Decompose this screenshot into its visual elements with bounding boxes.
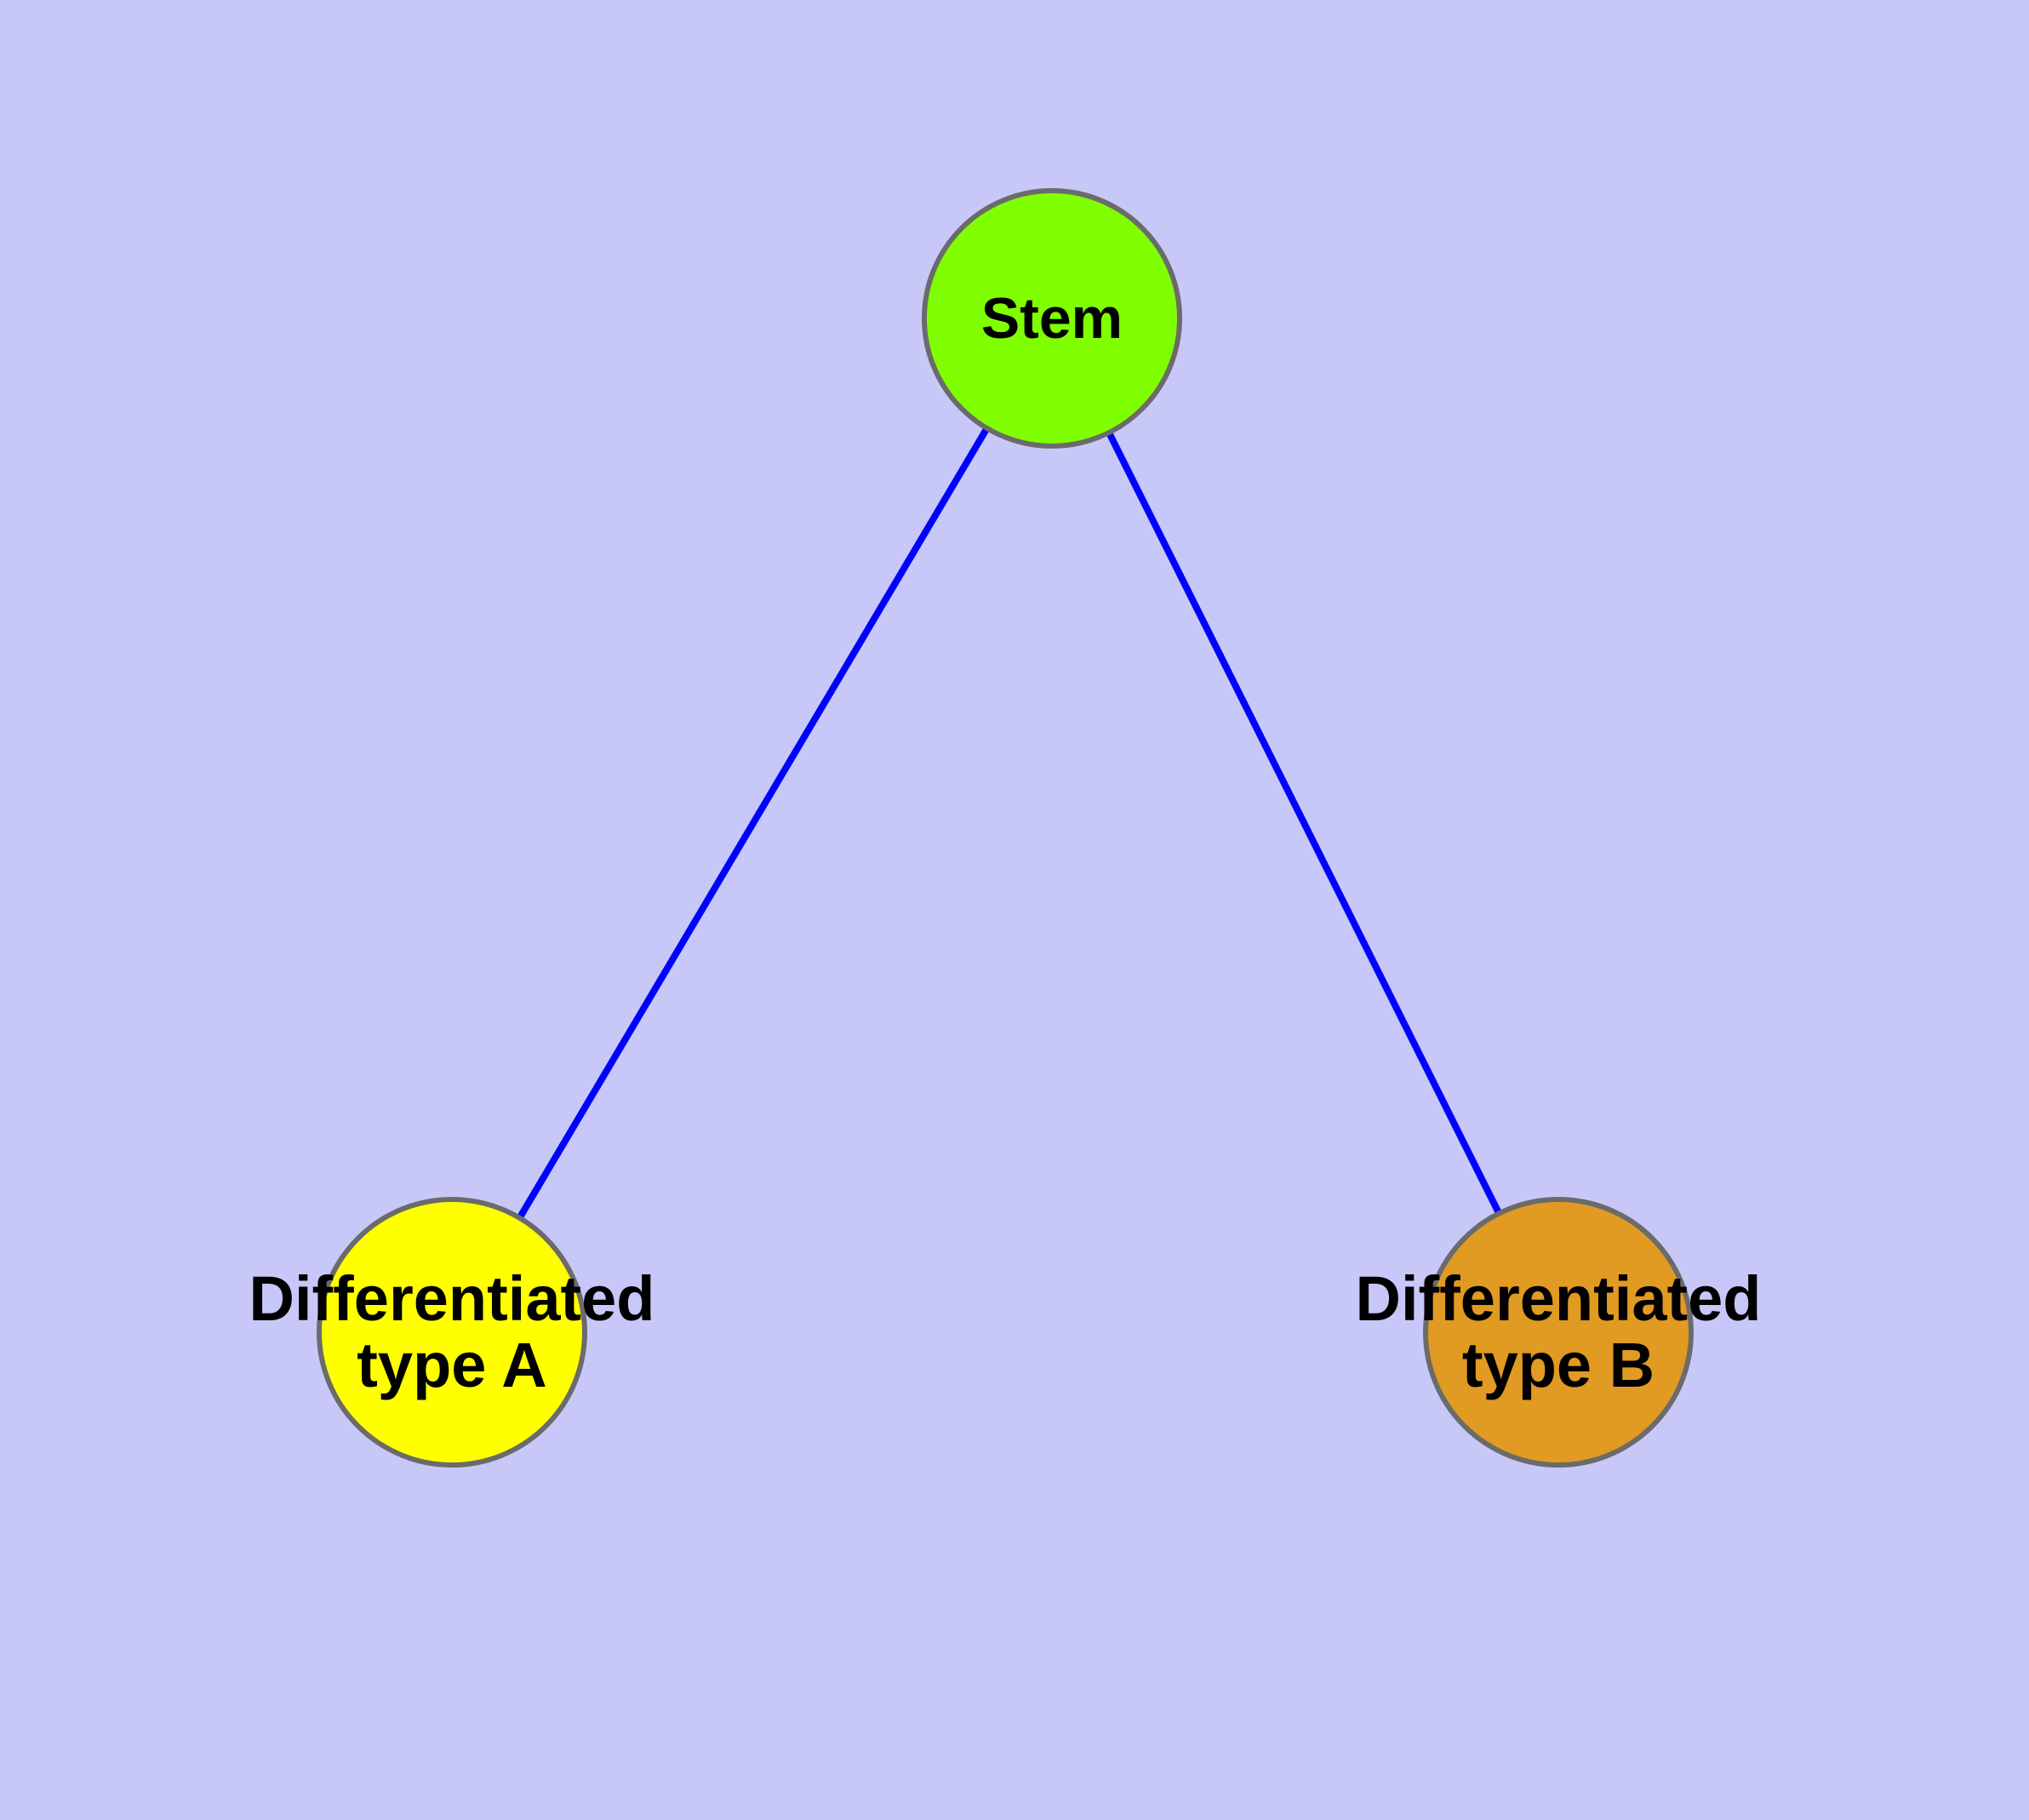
node-differentiated-type-a-circle[interactable] — [317, 1197, 587, 1468]
edge-stem-to-differentiated-type-a[interactable] — [517, 426, 991, 1220]
node-differentiated-type-b-circle[interactable] — [1423, 1197, 1694, 1468]
edge-layer — [517, 426, 1502, 1220]
node-stem-circle[interactable] — [922, 188, 1182, 449]
edge-stem-to-differentiated-type-b[interactable] — [1106, 431, 1502, 1216]
node-layer — [317, 188, 1694, 1468]
